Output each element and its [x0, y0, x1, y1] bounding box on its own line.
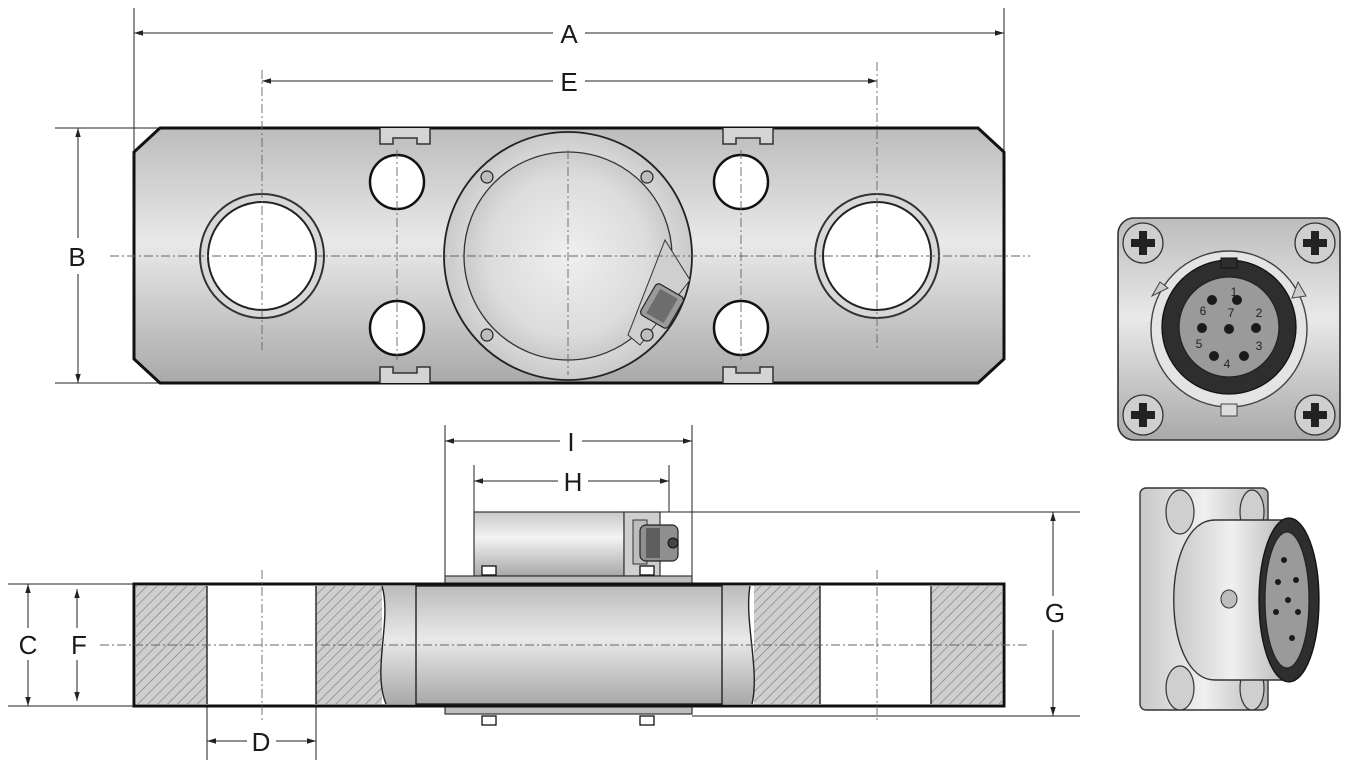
housing-screw [481, 565, 497, 576]
cover-screw [480, 328, 494, 342]
side-view: I H G C F D [8, 425, 1080, 760]
cover-screw [480, 170, 494, 184]
flange-screw [1165, 489, 1195, 535]
connector-key-side [1220, 589, 1238, 609]
pin-label-4: 4 [1224, 357, 1231, 371]
pin-label-2: 2 [1256, 306, 1263, 320]
connector-key [1220, 403, 1238, 417]
dimension-label-c: C [19, 630, 38, 660]
dimension-label-e: E [560, 67, 577, 97]
housing-screw [639, 715, 655, 726]
flange-screw [1294, 222, 1336, 264]
slot-notch [379, 128, 431, 145]
connector-side [632, 519, 679, 565]
connector-top [640, 283, 684, 329]
flange-screw [1294, 394, 1336, 436]
slot-notch [722, 128, 774, 145]
dimension-label-i: I [567, 427, 574, 457]
flange-screw [1165, 665, 1195, 711]
housing-screw [481, 715, 497, 726]
cover-screw [640, 170, 654, 184]
pin-label-3: 3 [1256, 339, 1263, 353]
dimension-label-d: D [252, 727, 271, 757]
dimension-label-h: H [564, 467, 583, 497]
slot-notch [722, 366, 774, 383]
break-section [722, 586, 755, 704]
break-line [380, 585, 387, 705]
center-body [415, 585, 723, 705]
cover-screw [640, 328, 654, 342]
pin-label-5: 5 [1196, 337, 1203, 351]
top-view: A E B [55, 8, 1030, 385]
connector-pins [1197, 295, 1261, 361]
flange-screw [1122, 222, 1164, 264]
flange-screw [1122, 394, 1164, 436]
dimension-label-b: B [68, 242, 85, 272]
connector-front-view: 1 2 3 4 5 6 7 [1117, 217, 1341, 441]
housing-body [473, 511, 625, 577]
break-section [380, 586, 416, 704]
pin-label-1: 1 [1231, 285, 1238, 299]
connector-side-view [1139, 487, 1320, 711]
slot-notch [379, 366, 431, 383]
housing-screw [639, 565, 655, 576]
dimension-label-f: F [71, 630, 87, 660]
pin-label-7: 7 [1228, 306, 1235, 320]
pin-label-6: 6 [1200, 304, 1207, 318]
dimension-label-a: A [560, 19, 578, 49]
dimension-label-g: G [1045, 598, 1065, 628]
